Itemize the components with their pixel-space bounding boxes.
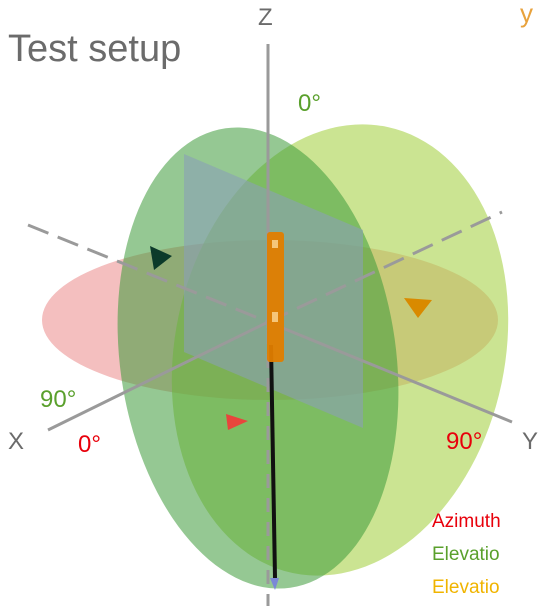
elevation-top-angle-label: 0° <box>298 90 321 117</box>
page-title: Test setup <box>8 28 182 70</box>
x-axis-label: X <box>8 428 25 455</box>
antenna-marking-1 <box>272 240 278 248</box>
antenna-marking-2 <box>272 312 278 322</box>
top-right-fragment: y <box>520 0 533 28</box>
y-axis-label: Y <box>522 428 539 455</box>
azimuth-zero-angle-label: 0° <box>78 431 101 458</box>
antenna <box>267 232 284 362</box>
red-direction-arrow-icon <box>226 414 248 430</box>
x-axis-line <box>47 320 269 432</box>
x-axis-dashed-upper <box>27 223 269 324</box>
azimuth-ninety-angle-label: 90° <box>446 428 483 455</box>
dark-direction-arrow-icon <box>150 246 172 270</box>
legend-elevation-1: Elevatio <box>432 544 500 565</box>
cable <box>269 344 277 579</box>
legend-elevation-2: Elevatio <box>432 577 500 598</box>
y-axis-dashed-upper <box>267 210 503 324</box>
elevation-side-angle-label: 90° <box>40 386 77 413</box>
cable-end-arrow <box>270 578 279 590</box>
legend-azimuth: Azimuth <box>432 511 501 532</box>
orange-direction-arrow-icon <box>404 298 432 318</box>
z-axis-label: Z <box>258 4 273 31</box>
y-axis-line <box>267 320 513 424</box>
